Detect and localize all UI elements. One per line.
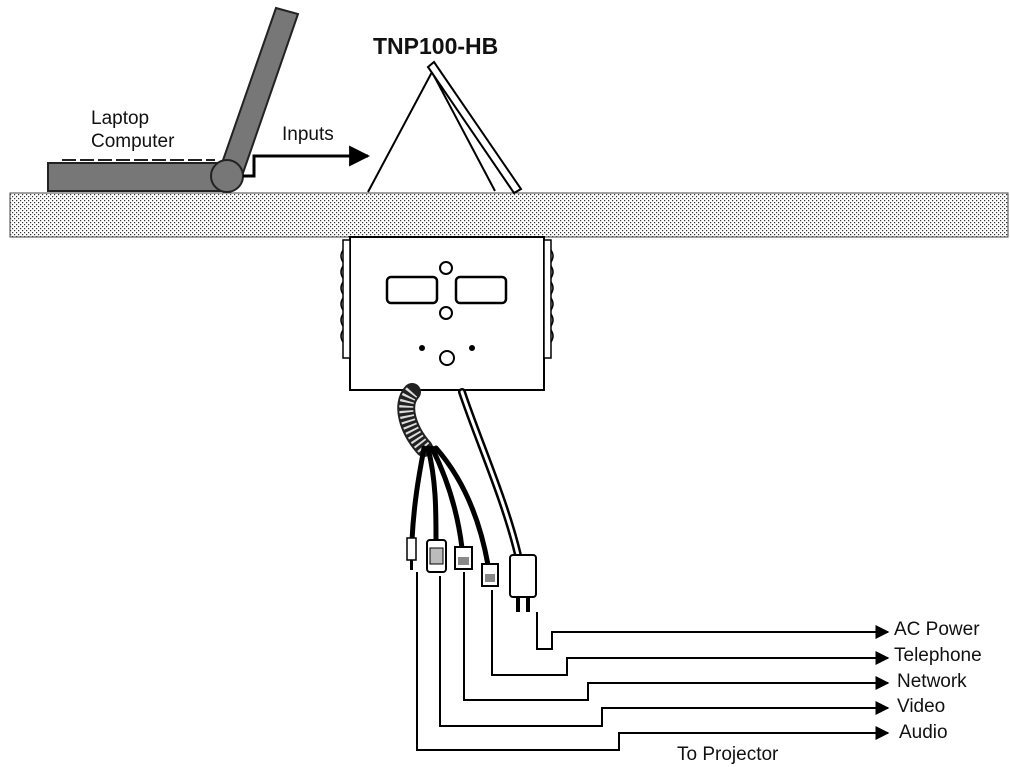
audio-line [416, 572, 890, 751]
laptop [47, 6, 300, 193]
laptop-label-line2: Computer [91, 131, 175, 152]
projector-label: To Projector [677, 744, 779, 765]
power-plug [509, 554, 537, 598]
video-line [439, 576, 890, 727]
output-label-video: Video [897, 696, 946, 717]
laptop-base [47, 162, 229, 192]
tnp-unit [367, 60, 523, 195]
inputs-arrow [243, 145, 371, 178]
audio-plug [406, 537, 417, 561]
box-cutout-right [454, 275, 508, 305]
laptop-screen [219, 6, 300, 175]
laptop-label-line1: Laptop [91, 108, 150, 129]
table-surface [9, 192, 1009, 238]
output-label-network: Network [897, 671, 967, 692]
conduit [397, 383, 433, 457]
laptop-hinge [210, 159, 244, 193]
tnp-lid [426, 60, 523, 195]
output-label-audio: Audio [899, 722, 948, 743]
network-line [463, 572, 890, 701]
connectors [406, 537, 537, 612]
box-cutout-left [385, 275, 439, 305]
output-label-ac-power: AC Power [894, 619, 980, 640]
output-label-telephone: Telephone [894, 645, 982, 666]
inputs-label: Inputs [282, 124, 334, 145]
telephone-line [491, 590, 890, 676]
under-table-box [340, 236, 554, 391]
cables [409, 388, 522, 568]
routing-lines [416, 572, 890, 751]
ac-power-line [536, 612, 890, 650]
product-title: TNP100-HB [373, 33, 499, 59]
